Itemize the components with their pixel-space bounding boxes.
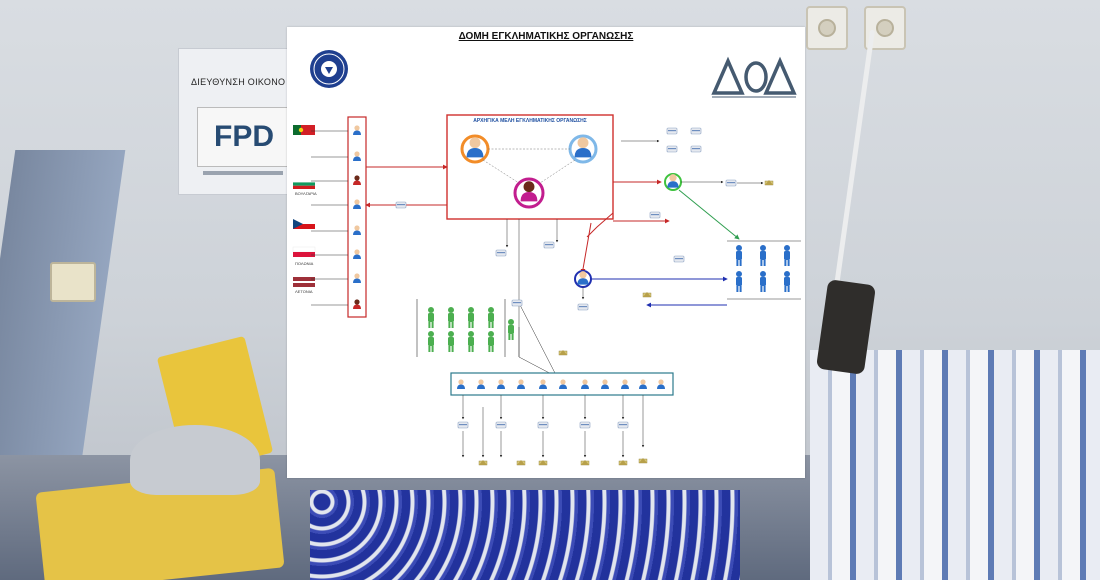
chart-title: ΔΟΜΗ ΕΓΚΛΗΜΑΤΙΚΗΣ ΟΡΓΑΝΩΣΗΣ <box>458 31 634 42</box>
police-emblem-icon <box>310 50 348 88</box>
wall-outlet <box>864 6 906 50</box>
leader-light-blue <box>568 134 598 164</box>
green-distributor <box>664 173 682 191</box>
leader-orange <box>460 134 490 164</box>
leadership-box-title: ΑΡΧΗΓΙΚΑ ΜΕΛΗ ΕΓΚΛΗΜΑΤΙΚΗΣ ΟΡΓΑΝΩΣΗΣ <box>473 118 587 124</box>
poster-logo: FPD <box>197 107 291 167</box>
foreign-contacts <box>353 125 361 309</box>
portugal-flag <box>293 125 315 135</box>
country-flags: ΒΟΥΛΓΑΡΙΑ ΠΟΛΩΝΙΑ ΛΕΤΟΝΙΑ <box>292 125 317 294</box>
svg-text:ΠΟΛΩΝΙΑ: ΠΟΛΩΝΙΑ <box>295 261 314 266</box>
flag-links <box>311 130 348 306</box>
chart-canvas: ΒΟΥΛΓΑΡΙΑ ΠΟΛΩΝΙΑ ΛΕΤΟΝΙΑ ΑΡΧΗΓΙΚΑ ΜΕΛΗ … <box>292 50 801 466</box>
organization-chart: ΔΟΜΗ ΕΓΚΛΗΜΑΤΙΚΗΣ ΟΡΓΑΝΩΣΗΣ <box>287 27 805 478</box>
red-flows <box>365 164 670 274</box>
couriers-group <box>416 299 514 357</box>
bulgaria-flag <box>293 179 315 189</box>
foreign-contacts-box <box>347 116 367 318</box>
poland-flag <box>292 246 316 257</box>
doa-logo-icon <box>711 56 797 98</box>
latvia-flag <box>293 277 315 287</box>
center-flows <box>505 219 559 378</box>
blue-distributor <box>574 270 592 288</box>
wall-outlet <box>806 6 848 50</box>
poster-text: ΔΙΕΥΘΥΝΣΗ ΟΙΚΟΝΟ <box>191 77 286 87</box>
bottom-items <box>457 421 648 466</box>
medicine-packs-top <box>666 127 702 153</box>
wall-poster: ΔΙΕΥΘΥΝΣΗ ΟΙΚΟΝΟ FPD <box>178 48 292 195</box>
svg-text:ΒΟΥΛΓΑΡΙΑ: ΒΟΥΛΓΑΡΙΑ <box>295 191 317 196</box>
cap <box>130 425 260 495</box>
medicine-bottles <box>310 490 740 580</box>
bottom-chains <box>461 395 645 458</box>
svg-text:ΛΕΤΟΝΙΑ: ΛΕΤΟΝΙΑ <box>295 289 313 294</box>
leader-links <box>482 148 576 184</box>
poster-divider <box>203 171 283 175</box>
buyers-group-right <box>727 240 801 300</box>
czech-flag <box>293 219 315 229</box>
medicine-boxes <box>810 350 1100 580</box>
light-switch <box>50 262 96 302</box>
leader-magenta <box>513 177 545 209</box>
